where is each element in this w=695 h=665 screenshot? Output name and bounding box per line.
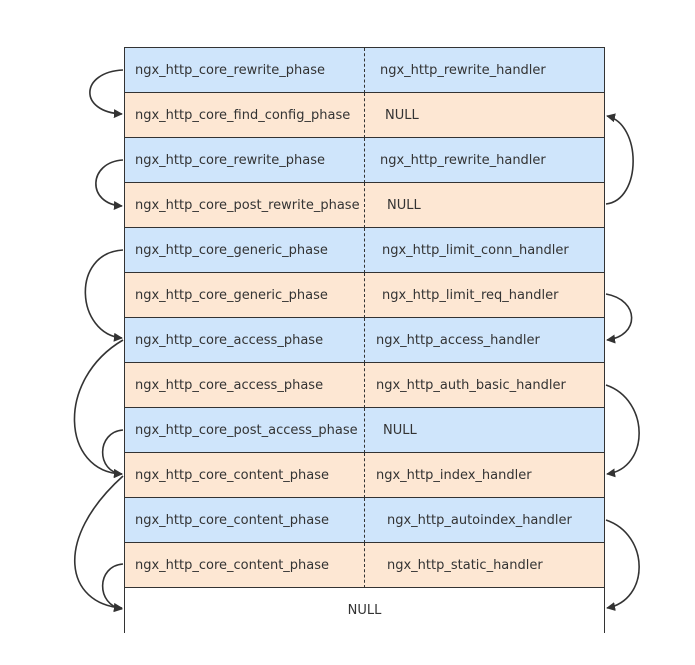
dashed-divider [364,48,365,93]
phase-name: ngx_http_core_generic_phase [135,288,328,303]
phase-name: ngx_http_core_access_phase [135,378,324,393]
dashed-divider [364,93,365,138]
handler-name: ngx_http_access_handler [376,333,540,348]
dashed-divider [364,273,365,318]
phase-name: ngx_http_core_post_rewrite_phase [135,198,360,213]
table-row: ngx_http_core_generic_phase ngx_http_lim… [125,228,604,273]
handler-name: ngx_http_limit_req_handler [382,288,559,303]
table-row: ngx_http_core_content_phase ngx_http_sta… [125,543,604,588]
phase-name: ngx_http_core_rewrite_phase [135,63,325,78]
dashed-divider [364,138,365,183]
arrow-generic-to-access [84,249,124,342]
phase-handler-table: ngx_http_core_rewrite_phase ngx_http_rew… [124,47,605,633]
arrow-post-rewrite-to-find-config [605,113,634,205]
terminal-label: NULL [347,603,382,618]
table-row: ngx_http_core_post_rewrite_phase NULL [125,183,604,228]
arrow-autoindex-to-null [605,519,640,611]
dashed-divider [364,183,365,228]
table-row: ngx_http_core_post_access_phase NULL [125,408,604,453]
phase-name: ngx_http_core_content_phase [135,513,330,528]
dashed-divider [364,453,365,498]
phase-name: ngx_http_core_access_phase [135,333,324,348]
arrow-post-access-to-content [101,429,124,478]
dashed-divider [364,363,365,408]
dashed-divider [364,408,365,453]
table-row: ngx_http_core_content_phase ngx_http_ind… [125,453,604,498]
handler-name: ngx_http_rewrite_handler [380,153,546,168]
table-row: ngx_http_core_access_phase ngx_http_acce… [125,318,604,363]
table-row: ngx_http_core_rewrite_phase ngx_http_rew… [125,138,604,183]
dashed-divider [364,543,365,588]
handler-name: NULL [385,108,419,123]
dashed-divider [364,498,365,543]
arrow-rewrite-to-post-rewrite [95,159,124,211]
table-row: ngx_http_core_generic_phase ngx_http_lim… [125,273,604,318]
handler-name: ngx_http_limit_conn_handler [382,243,569,258]
table-row: ngx_http_core_access_phase ngx_http_auth… [125,363,604,408]
phase-name: ngx_http_core_generic_phase [135,243,328,258]
dashed-divider [364,228,365,273]
phase-name: ngx_http_core_post_access_phase [135,423,358,438]
arrow-content-to-null [73,475,124,612]
arrow-auth-basic-to-content [605,384,640,478]
handler-name: NULL [387,198,421,213]
terminal-null-row: NULL [125,588,604,633]
arrow-rewrite-to-find-config [89,69,124,119]
phase-name: ngx_http_core_content_phase [135,558,330,573]
arrow-limit-req-to-access [605,293,633,344]
table-row: ngx_http_core_find_config_phase NULL [125,93,604,138]
phase-name: ngx_http_core_find_config_phase [135,108,351,123]
handler-name: ngx_http_static_handler [387,558,543,573]
dashed-divider [364,318,365,363]
table-row: ngx_http_core_rewrite_phase ngx_http_rew… [125,48,604,93]
phase-name: ngx_http_core_rewrite_phase [135,153,325,168]
handler-name: NULL [383,423,417,438]
arrow-access-to-content [73,339,124,479]
table-row: ngx_http_core_content_phase ngx_http_aut… [125,498,604,543]
handler-name: ngx_http_auth_basic_handler [376,378,566,393]
arrow-content-static-to-null [101,563,124,613]
handler-name: ngx_http_autoindex_handler [387,513,572,528]
handler-name: ngx_http_rewrite_handler [380,63,546,78]
phase-name: ngx_http_core_content_phase [135,468,330,483]
handler-name: ngx_http_index_handler [376,468,532,483]
